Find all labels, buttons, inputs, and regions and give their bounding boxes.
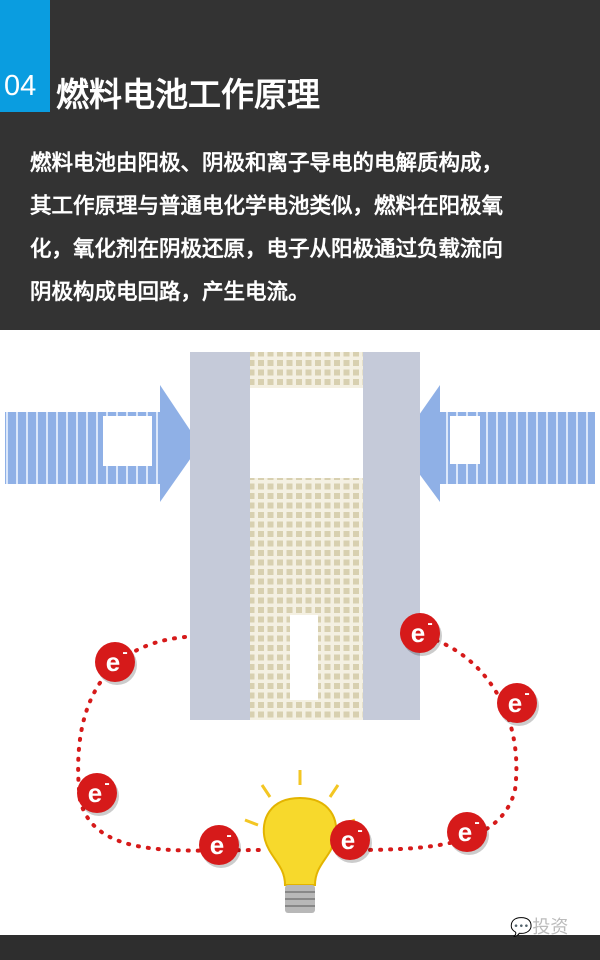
footer-bar: [0, 935, 600, 960]
fuel-cell-diagram: e - e - e - e - e - e - e -: [5, 352, 595, 913]
svg-text:-: -: [104, 775, 109, 792]
svg-text:-: -: [122, 644, 127, 661]
section-number: 04: [4, 70, 37, 102]
section-number-badge: 04: [0, 0, 50, 112]
label-box: [290, 615, 318, 700]
label-box: [250, 388, 363, 478]
description-line: 化，氧化剂在阴极还原，电子从阳极通过负载流向: [30, 237, 504, 262]
svg-text:-: -: [474, 814, 479, 831]
svg-text:e: e: [341, 825, 355, 855]
svg-text:e: e: [210, 830, 224, 860]
page-title: 燃料电池工作原理: [56, 75, 320, 114]
chat-icon: 💬: [510, 917, 533, 938]
description-line: 其工作原理与普通电化学电池类似，燃料在阳极氧: [30, 194, 504, 219]
svg-text:e: e: [106, 647, 120, 677]
description-line: 燃料电池由阳极、阴极和离子导电的电解质构成，: [30, 151, 504, 176]
watermark-text: 投资: [532, 917, 569, 938]
svg-text:e: e: [411, 618, 425, 648]
light-bulb-icon: [244, 770, 356, 913]
left-inflow-arrow: [5, 385, 200, 502]
svg-text:e: e: [508, 688, 522, 718]
svg-text:-: -: [427, 615, 432, 632]
header-panel: 04 燃料电池工作原理 燃料电池由阳极、阴极和离子导电的电解质构成， 其工作原理…: [0, 0, 600, 330]
electron-icon: e -: [497, 683, 539, 726]
svg-text:e: e: [88, 778, 102, 808]
electron-icon: e -: [95, 642, 137, 685]
svg-text:e: e: [458, 817, 472, 847]
description-text: 燃料电池由阳极、阴极和离子导电的电解质构成， 其工作原理与普通电化学电池类似，燃…: [30, 142, 575, 314]
electron-icon: e -: [447, 812, 489, 855]
right-inflow-arrow: [398, 385, 595, 502]
svg-text:-: -: [524, 685, 529, 702]
electron-icon: e -: [199, 825, 241, 868]
electron-icon: e -: [400, 613, 442, 656]
electron-icon: e -: [77, 773, 119, 816]
svg-text:-: -: [357, 822, 362, 839]
description-line: 阴极构成电回路，产生电流。: [30, 280, 310, 305]
svg-text:-: -: [226, 827, 231, 844]
watermark: 💬投资: [510, 913, 568, 939]
electron-icon: e -: [330, 820, 372, 863]
